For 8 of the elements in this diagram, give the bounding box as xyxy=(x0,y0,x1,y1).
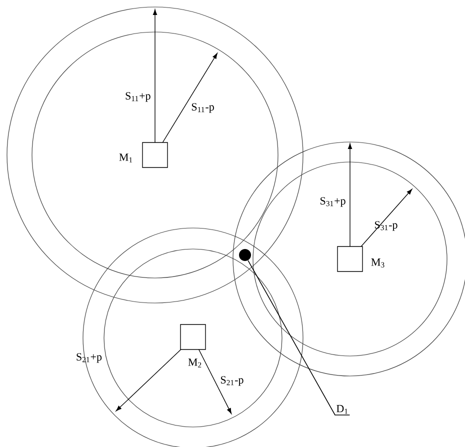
leader-text: D$_{1}$ xyxy=(336,404,348,414)
station-label: M$_{1}$ xyxy=(119,154,132,162)
station-label: M$_{2}$ xyxy=(188,358,202,368)
dimension-label: S$_{31}$-p xyxy=(375,221,398,231)
point-dot xyxy=(239,249,251,261)
dimension-label: S$_{11}$-p xyxy=(192,103,214,113)
dimension-label: S$_{21}$+p xyxy=(76,353,102,363)
station-label: M$_{3}$ xyxy=(371,258,384,268)
